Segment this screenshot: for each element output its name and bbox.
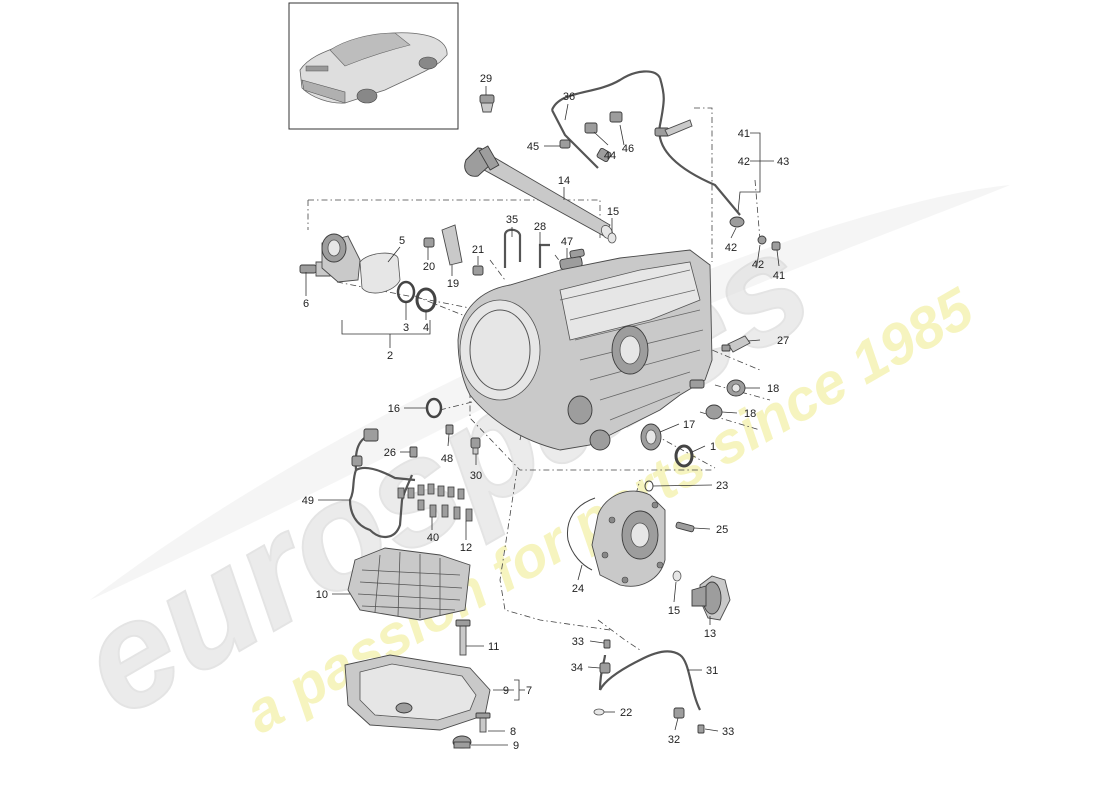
callout-17: 17 bbox=[683, 419, 695, 431]
callout-41-low: 41 bbox=[773, 270, 785, 282]
part-side-cover bbox=[591, 490, 666, 587]
callout-9-bracket: 9 bbox=[503, 685, 509, 697]
callout-29: 29 bbox=[480, 73, 492, 85]
callout-24: 24 bbox=[572, 583, 584, 595]
callout-46: 46 bbox=[622, 143, 634, 155]
part-10-valve-body bbox=[347, 547, 471, 621]
callout-20: 20 bbox=[423, 261, 435, 273]
part-25-pin bbox=[675, 521, 695, 533]
part-group-2-release-bearing bbox=[299, 233, 437, 313]
part-9-drain-plug bbox=[452, 735, 472, 749]
vehicle-thumbnail bbox=[288, 2, 459, 130]
leader-lines bbox=[305, 86, 780, 746]
callout-40: 40 bbox=[427, 532, 439, 544]
callout-42-top: 42 bbox=[738, 156, 750, 168]
part-1-ring bbox=[674, 444, 694, 468]
part-14-input-shaft bbox=[464, 145, 613, 239]
car-image bbox=[299, 32, 448, 104]
callout-32: 32 bbox=[668, 734, 680, 746]
callout-49: 49 bbox=[302, 495, 314, 507]
callout-19: 19 bbox=[447, 278, 459, 290]
part-13-flange bbox=[691, 575, 731, 621]
callout-44: 44 bbox=[604, 150, 616, 162]
callout-10: 10 bbox=[316, 589, 328, 601]
part-11-bolt bbox=[455, 619, 471, 656]
callout-33-upper: 33 bbox=[572, 636, 584, 648]
watermark: eurospares a passion for parts since 198… bbox=[51, 185, 1010, 749]
callout-35: 35 bbox=[506, 214, 518, 226]
part-15-clip-lower bbox=[672, 570, 682, 582]
callout-9-plug: 9 bbox=[513, 740, 519, 752]
callout-28: 28 bbox=[534, 221, 546, 233]
callout-48: 48 bbox=[441, 453, 453, 465]
part-24-o-ring bbox=[566, 497, 596, 571]
callout-33-lower: 33 bbox=[722, 726, 734, 738]
callout-2: 2 bbox=[387, 350, 393, 362]
part-transmission-housing bbox=[457, 249, 713, 451]
part-15-clip-upper bbox=[607, 232, 617, 244]
callout-22: 22 bbox=[620, 707, 632, 719]
callout-42-mid: 42 bbox=[725, 242, 737, 254]
callout-36: 36 bbox=[563, 91, 575, 103]
callout-41-top: 41 bbox=[738, 128, 750, 140]
callout-47: 47 bbox=[561, 236, 573, 248]
callout-6: 6 bbox=[303, 298, 309, 310]
callout-11: 11 bbox=[488, 641, 499, 653]
callout-5: 5 bbox=[399, 235, 405, 247]
callout-43: 43 bbox=[777, 156, 789, 168]
parts-19-20-21 bbox=[423, 224, 484, 276]
callout-45: 45 bbox=[527, 141, 539, 153]
callout-18-lower: 18 bbox=[744, 408, 756, 420]
part-18-bushings bbox=[705, 379, 746, 420]
callout-30: 30 bbox=[470, 470, 482, 482]
callout-18-upper: 18 bbox=[767, 383, 779, 395]
callout-8: 8 bbox=[510, 726, 516, 738]
part-29-plug bbox=[479, 94, 495, 113]
callout-15-upper: 15 bbox=[607, 206, 619, 218]
callout-31: 31 bbox=[706, 665, 718, 677]
callout-34: 34 bbox=[571, 662, 583, 674]
callout-26: 26 bbox=[384, 447, 396, 459]
callout-42-low: 42 bbox=[752, 259, 764, 271]
part-27-sensor bbox=[721, 335, 751, 353]
callout-1: 1 bbox=[710, 441, 716, 453]
part-31-pipe bbox=[593, 639, 705, 734]
callout-21: 21 bbox=[472, 244, 484, 256]
part-36-oil-line bbox=[550, 70, 781, 251]
callout-labels: 29 36 45 44 46 41 42 43 14 15 35 28 47 2… bbox=[302, 73, 790, 752]
part-17-seal bbox=[640, 423, 662, 451]
callout-4: 4 bbox=[423, 322, 429, 334]
part-9-oil-pan bbox=[344, 654, 491, 731]
callout-15-lower: 15 bbox=[668, 605, 680, 617]
part-16-ring bbox=[425, 397, 443, 419]
part-8-bolt bbox=[475, 712, 491, 733]
parts-26-48-30 bbox=[409, 424, 481, 458]
parts-35-28-47 bbox=[503, 228, 585, 270]
part-40-12-connectors bbox=[397, 483, 473, 522]
callout-25: 25 bbox=[716, 524, 728, 536]
callout-3: 3 bbox=[403, 322, 409, 334]
callout-13: 13 bbox=[704, 628, 716, 640]
callout-7: 7 bbox=[526, 685, 532, 697]
callout-27: 27 bbox=[777, 335, 789, 347]
callout-12: 12 bbox=[460, 542, 472, 554]
callout-16: 16 bbox=[388, 403, 400, 415]
callout-14: 14 bbox=[558, 175, 570, 187]
callout-23: 23 bbox=[716, 480, 728, 492]
